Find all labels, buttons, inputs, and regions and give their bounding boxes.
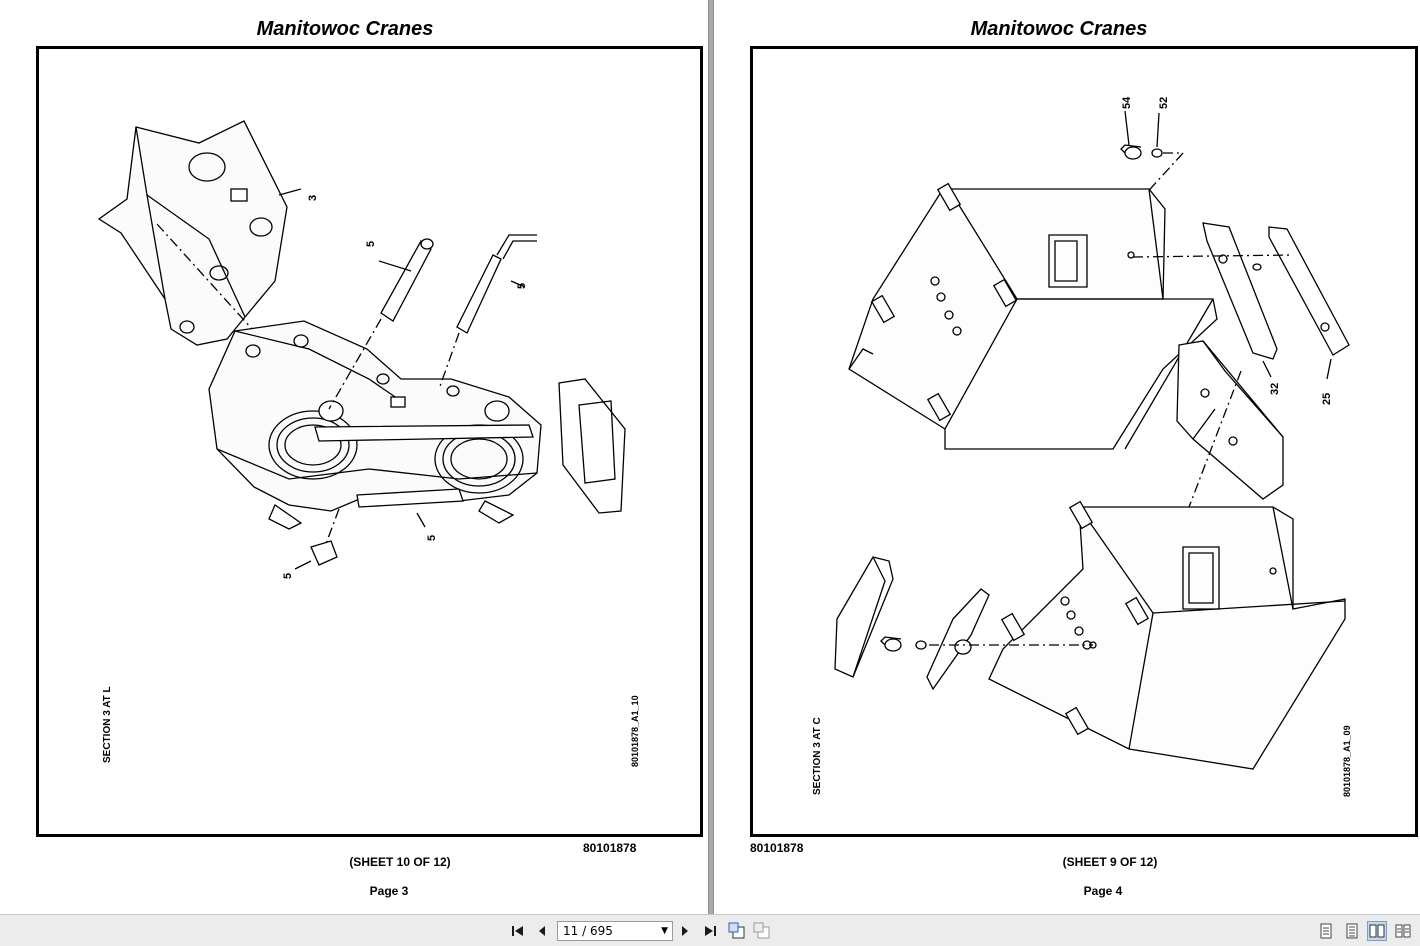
callout-5: 5: [426, 534, 438, 541]
sheet-label: (SHEET 9 OF 12): [1062, 855, 1158, 869]
callout-25: 25: [1321, 392, 1333, 405]
page-gutter: [708, 0, 714, 914]
two-page-view-icon[interactable]: [1367, 921, 1387, 941]
page-left: Manitowoc Cranes: [0, 0, 708, 914]
doc-number: 80101878: [583, 841, 637, 855]
page-right: Manitowoc Cranes: [714, 0, 1420, 914]
two-page-continuous-view-icon[interactable]: [1393, 921, 1413, 941]
page-number: Page 4: [1083, 884, 1123, 898]
section-label: SECTION 3 AT C: [812, 717, 823, 795]
callout-5: 5: [282, 572, 294, 579]
next-page-icon[interactable]: [675, 921, 695, 941]
fit-page-icon[interactable]: [727, 921, 747, 941]
page-number-select[interactable]: 11 / 695 ▼: [557, 921, 673, 941]
viewer-toolbar: 11 / 695 ▼: [0, 914, 1420, 946]
continuous-view-icon[interactable]: [1342, 921, 1362, 941]
callout-5: 5: [516, 282, 528, 289]
page-indicator: 11 / 695: [563, 924, 613, 938]
chevron-down-icon: ▼: [661, 926, 668, 936]
previous-page-icon[interactable]: [532, 921, 552, 941]
first-page-icon[interactable]: [508, 921, 528, 941]
exploded-sheave-drawing: [97, 120, 626, 570]
callout-5: 5: [365, 240, 377, 247]
callout-32: 32: [1269, 382, 1281, 395]
callout-52: 52: [1158, 96, 1170, 109]
drawing-id: 80101878_A1_09: [1342, 725, 1352, 797]
page-title: Manitowoc Cranes: [970, 18, 1148, 40]
drawing-frame: 54 52 32 25 SECTION 3 AT C 80101878_A1_0…: [750, 46, 1418, 837]
page-title: Manitowoc Cranes: [256, 18, 434, 40]
last-page-icon[interactable]: [700, 921, 720, 941]
document-viewer[interactable]: Manitowoc Cranes: [0, 0, 1420, 914]
doc-number: 80101878: [750, 841, 804, 855]
page-number: Page 3: [369, 884, 409, 898]
drawing-frame: 3 5 5 5 5 SECTION 3 AT L 80101878_A1_10: [36, 46, 703, 837]
fit-width-icon[interactable]: [752, 921, 772, 941]
sheet-label: (SHEET 10 OF 12): [349, 855, 451, 869]
drawing-id: 80101878_A1_10: [630, 695, 640, 767]
section-label: SECTION 3 AT L: [102, 686, 113, 763]
callout-54: 54: [1121, 96, 1133, 109]
single-page-view-icon[interactable]: [1316, 921, 1336, 941]
callout-3: 3: [307, 194, 319, 201]
exploded-bracket-drawing: [834, 110, 1350, 770]
